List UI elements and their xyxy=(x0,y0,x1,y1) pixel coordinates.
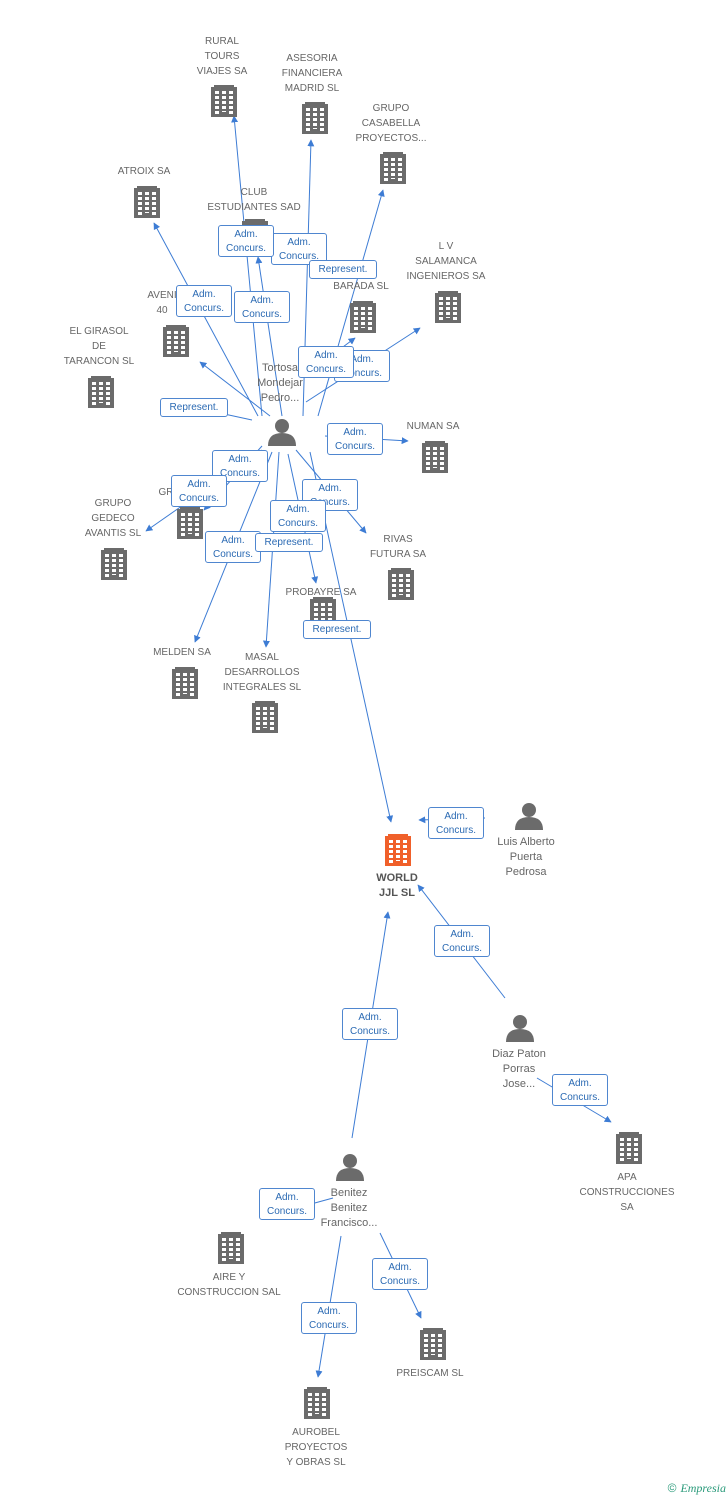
edge-badge: Adm. Concurs. xyxy=(434,925,490,957)
edge-badge: Adm. Concurs. xyxy=(342,1008,398,1040)
edge-badge: Adm. Concurs. xyxy=(372,1258,428,1290)
company-icon[interactable] xyxy=(177,507,203,539)
node-label-diaz[interactable]: Diaz Paton Porras Jose... xyxy=(492,1048,546,1090)
node-label-benitez[interactable]: Benitez Benitez Francisco... xyxy=(320,1187,378,1229)
company-icon[interactable] xyxy=(420,1328,446,1360)
node-label-tortosa[interactable]: Tortosa Mondejar Pedro... xyxy=(257,362,303,404)
edge-badge: Adm. Concurs. xyxy=(176,285,232,317)
company-icon[interactable] xyxy=(163,325,189,357)
edge-tortosa-club xyxy=(255,256,283,417)
node-label-preiscam[interactable]: PREISCAM SL xyxy=(396,1368,464,1379)
node-label-club[interactable]: CLUB ESTUDIANTES SAD xyxy=(207,187,301,213)
edge-badge: Represent. xyxy=(160,398,228,417)
edge-badge: Adm. Concurs. xyxy=(212,450,268,482)
edge-tortosa-atroix xyxy=(153,222,259,417)
person-icon[interactable] xyxy=(515,803,543,830)
edge-badge: Adm. Concurs. xyxy=(271,233,327,265)
edge-badge: Represent. xyxy=(303,620,371,639)
node-label-casabella[interactable]: GRUPO CASABELLA PROYECTOS... xyxy=(355,103,427,144)
node-label-luis[interactable]: Luis Alberto Puerta Pedrosa xyxy=(497,836,555,878)
node-label-aurobel[interactable]: AUROBEL PROYECTOS Y OBRAS SL xyxy=(284,1427,348,1468)
company-icon[interactable] xyxy=(304,1387,330,1419)
node-label-aire[interactable]: AIRE Y CONSTRUCCION SAL xyxy=(177,1272,281,1298)
company-icon[interactable] xyxy=(211,85,237,117)
company-icon[interactable] xyxy=(88,376,114,408)
footer-brand[interactable]: ©Empresia xyxy=(668,1481,726,1496)
company-icon[interactable] xyxy=(252,701,278,733)
person-icon[interactable] xyxy=(268,419,296,446)
node-label-probayre[interactable]: PROBAYRE SA xyxy=(285,587,357,598)
node-label-gr[interactable]: GR xyxy=(158,487,174,498)
edge-badge: Adm. Concurs. xyxy=(301,1302,357,1334)
edge-badge: Adm. Concurs. xyxy=(298,346,354,378)
node-label-avenida[interactable]: AVENI 40 xyxy=(147,290,177,316)
node-label-masal[interactable]: MASAL DESARROLLOS INTEGRALES SL xyxy=(222,652,302,693)
node-label-asesoria[interactable]: ASESORIA FINANCIERA MADRID SL xyxy=(281,53,343,94)
edge-badge: Adm. Concurs. xyxy=(218,225,274,257)
copyright-icon: © xyxy=(667,1481,677,1495)
edge-badge: Adm. Concurs. xyxy=(259,1188,315,1220)
person-icon[interactable] xyxy=(506,1015,534,1042)
edge-badge: Adm. Concurs. xyxy=(270,500,326,532)
edge-tortosa-rural xyxy=(231,115,263,417)
edge-badge: Adm. Concurs. xyxy=(428,807,484,839)
node-label-rural[interactable]: RURAL TOURS VIAJES SA xyxy=(196,36,248,77)
node-label-lv[interactable]: L V SALAMANCA INGENIEROS SA xyxy=(406,241,486,282)
edge-badge: Adm. Concurs. xyxy=(234,291,290,323)
edge-badge: Adm. Concurs. xyxy=(205,531,261,563)
node-label-gedeco[interactable]: GRUPO GEDECO AVANTIS SL xyxy=(84,498,142,539)
node-label-barada[interactable]: BARADA SL xyxy=(333,281,389,292)
edge-badge: Represent. xyxy=(309,260,377,279)
node-label-rivas[interactable]: RIVAS FUTURA SA xyxy=(369,534,427,560)
node-label-numan[interactable]: NUMAN SA xyxy=(406,421,460,432)
edge-badge: Adm. Concurs. xyxy=(327,423,383,455)
node-label-girasol[interactable]: EL GIRASOL DE TARANCON SL xyxy=(63,326,135,367)
company-icon[interactable] xyxy=(134,186,160,218)
edge-badge: Represent. xyxy=(255,533,323,552)
edge-badge: Adm. Concurs. xyxy=(171,475,227,507)
company-icon[interactable] xyxy=(435,291,461,323)
company-icon[interactable] xyxy=(101,548,127,580)
company-icon[interactable] xyxy=(616,1132,642,1164)
company-icon[interactable] xyxy=(422,441,448,473)
company-icon[interactable] xyxy=(302,102,328,134)
node-label-atroix[interactable]: ATROIX SA xyxy=(117,166,171,177)
node-label-world[interactable]: WORLD JJL SL xyxy=(376,872,418,899)
node-label-melden[interactable]: MELDEN SA xyxy=(153,647,211,658)
person-icon[interactable] xyxy=(336,1154,364,1181)
company-icon[interactable] xyxy=(350,301,376,333)
edge-tortosa-avenida xyxy=(199,361,271,417)
edge-badge: Adm. Concurs. xyxy=(552,1074,608,1106)
company-icon[interactable] xyxy=(172,667,198,699)
company-icon[interactable] xyxy=(380,152,406,184)
focus-company-icon[interactable] xyxy=(385,834,411,866)
brand-name: Empresia xyxy=(680,1481,726,1495)
company-icon[interactable] xyxy=(388,568,414,600)
company-icon[interactable] xyxy=(218,1232,244,1264)
node-label-apa[interactable]: APA CONSTRUCCIONES SA xyxy=(579,1172,675,1213)
